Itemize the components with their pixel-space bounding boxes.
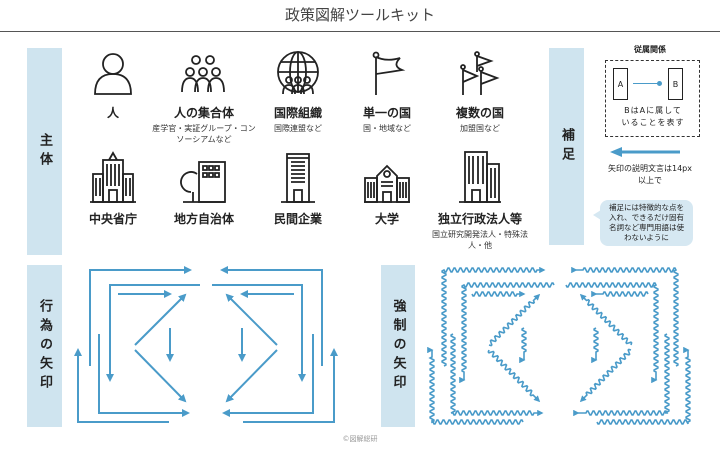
city-hall-icon — [180, 161, 226, 203]
subject-label: 独立行政法人等 — [437, 212, 522, 226]
flag-icon — [372, 51, 406, 95]
force-arrow — [592, 327, 600, 362]
title-divider — [0, 31, 720, 32]
force-arrows-section-label: 強制の矢印 — [381, 265, 415, 427]
subject-item: 複数の国 加盟国など — [425, 50, 535, 134]
subject-label: 複数の国 — [455, 106, 504, 120]
subject-item: 独立行政法人等 国立研究開発法人・特殊法人・他 — [425, 150, 535, 251]
arrow-left-icon — [610, 147, 680, 157]
university-icon — [364, 164, 410, 203]
force-arrow — [579, 293, 633, 346]
globe-people-icon — [277, 51, 319, 95]
subject-label: 人 — [106, 106, 119, 120]
force-arrow — [471, 290, 526, 298]
subject-sub: 加盟国など — [460, 124, 500, 133]
force-arrow — [596, 348, 692, 425]
force-arrow — [450, 333, 544, 417]
force-arrow — [594, 290, 649, 298]
group-icon — [181, 55, 225, 93]
subject-label: 地方自治体 — [173, 212, 234, 226]
action-arrows-section-label: 行為の矢印 — [27, 265, 62, 427]
force-arrow — [428, 348, 524, 425]
box-b: B — [668, 68, 683, 100]
force-arrow — [520, 327, 528, 362]
force-arrow — [579, 348, 632, 403]
subject-sub: 産学官・実証グループ・コンソーシアムなど — [152, 124, 256, 144]
person-icon — [94, 53, 132, 95]
force-label-text: 強制の矢印 — [390, 298, 406, 394]
copyright: ©図解総研 — [342, 435, 378, 443]
bubble-text: 補足には特徴的な点を入れ、できるだけ固有名詞など専門用語は使わないように — [609, 203, 684, 242]
subject-label: 中央省庁 — [88, 212, 137, 226]
arrow-note: 矢印の説明文言は14px以上で — [608, 164, 692, 185]
subject-sub: 国・地域など — [363, 124, 411, 133]
subject-item: 人 — [58, 50, 168, 123]
subject-item: 地方自治体 — [149, 150, 259, 229]
subject-sub: 国立研究開発法人・特殊法人・他 — [432, 230, 528, 250]
action-arrow — [106, 284, 200, 382]
subject-item: 単一の国 国・地域など — [332, 50, 442, 134]
subject-item: 民間企業 — [243, 150, 353, 229]
subject-label: 大学 — [374, 212, 399, 226]
action-arrow — [225, 293, 278, 346]
relation-box: A B BはAに属していることを表す — [605, 60, 700, 137]
force-arrow — [487, 349, 541, 403]
supplement-bubble: 補足には特徴的な点を入れ、できるだけ固有名詞など専門用語は使わないように — [593, 200, 693, 246]
flags-icon — [460, 51, 500, 95]
force-arrow — [574, 266, 679, 367]
force-arrow — [576, 333, 670, 417]
action-arrow — [220, 266, 323, 366]
force-arrow — [441, 266, 546, 367]
government-building-icon — [90, 151, 136, 203]
action-label-text: 行為の矢印 — [37, 298, 52, 394]
action-arrow — [222, 334, 314, 417]
relation-text: BはAに属していることを表す — [621, 106, 685, 127]
subject-label: 単一の国 — [362, 106, 411, 120]
subject-label: 民間企業 — [273, 212, 322, 226]
subject-label: 国際組織 — [273, 106, 322, 120]
action-arrow — [98, 334, 190, 417]
subject-section-label: 主体 — [27, 48, 62, 255]
action-arrow — [134, 349, 187, 403]
subject-label: 人の集合体 — [173, 106, 234, 120]
supplement-label-text: 補足 — [559, 127, 574, 166]
subject-sub: 国際連盟など — [274, 124, 322, 133]
subject-item: 大学 — [332, 150, 442, 229]
subject-item: 人の集合体 産学官・実証グループ・コンソーシアムなど — [149, 50, 259, 145]
subject-item: 中央省庁 — [58, 150, 168, 229]
action-arrow — [89, 266, 192, 366]
box-a: A — [613, 68, 628, 100]
action-arrow — [74, 348, 169, 423]
office-building-icon — [281, 153, 315, 203]
page-title: 政策図解ツールキット — [284, 6, 435, 24]
relation-dot-icon — [657, 81, 662, 86]
subject-item: 国際組織 国際連盟など — [243, 50, 353, 134]
action-arrow — [212, 284, 306, 382]
relation-line — [633, 83, 658, 84]
action-arrow — [134, 293, 187, 346]
action-arrow — [243, 348, 338, 423]
supplement-section-label: 補足 — [549, 48, 584, 245]
action-arrow — [225, 349, 278, 403]
bubble-tail — [593, 210, 601, 220]
subject-label-text: 主体 — [37, 132, 52, 171]
force-arrow — [488, 293, 541, 347]
force-arrow — [460, 282, 555, 382]
institution-icon — [459, 151, 501, 203]
force-arrow — [565, 282, 660, 382]
relation-title: 従属関係 — [634, 45, 666, 54]
